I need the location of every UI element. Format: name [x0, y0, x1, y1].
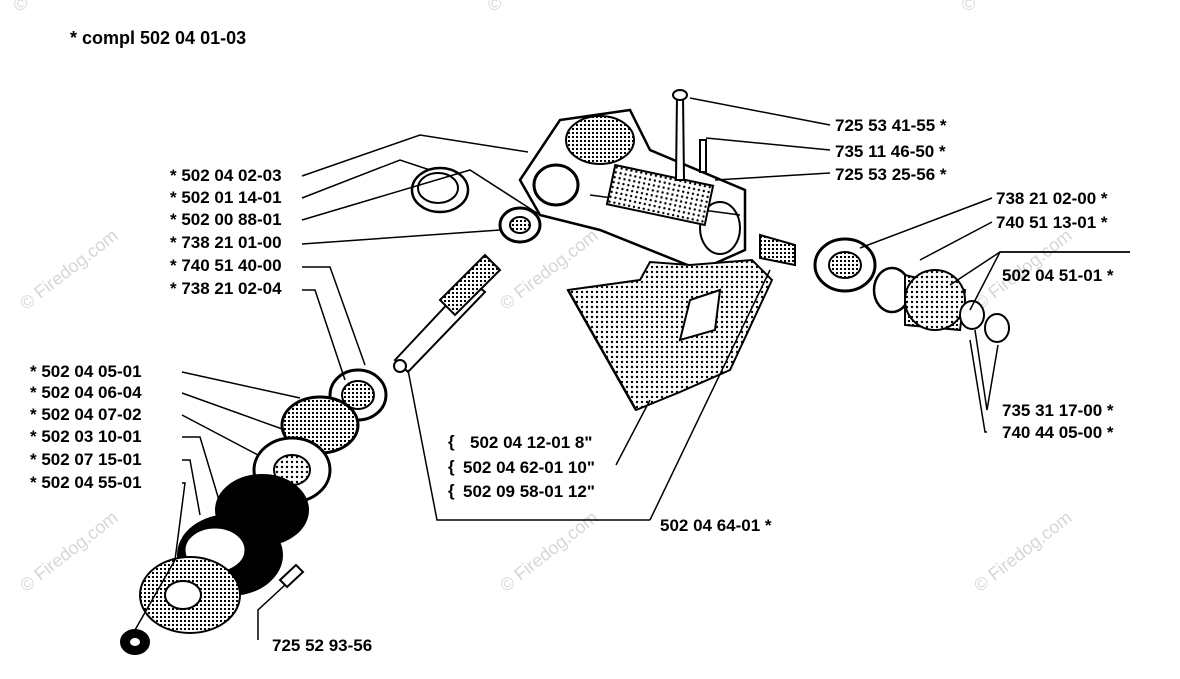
label-502-09-58-01: 502 09 58-01 12" [463, 482, 595, 501]
top-screws [672, 89, 707, 181]
label-735-11-46-50: 735 11 46-50 * [835, 142, 946, 161]
label-502-04-64-01: 502 04 64-01 * [660, 516, 772, 535]
label-502-04-51-01: 502 04 51-01 * [1002, 266, 1114, 285]
blade-guard [566, 258, 774, 412]
label-502-04-05-01: * 502 04 05-01 [30, 362, 142, 381]
label-735-31-17-00: 735 31 17-00 * [1002, 401, 1114, 420]
label-740-51-13-01: 740 51 13-01 * [996, 213, 1108, 232]
label-502-04-07-02: * 502 04 07-02 [30, 405, 142, 424]
label-738-21-02-04: * 738 21 02-04 [170, 279, 282, 298]
label-725-52-93-56: 725 52 93-56 [272, 636, 373, 655]
gear-housing [518, 108, 747, 272]
guard-group-brace: { [448, 432, 455, 451]
leader-lines [134, 97, 1130, 640]
label-738-21-02-00: 738 21 02-00 * [996, 189, 1108, 208]
label-725-53-41-55: 725 53 41-55 * [835, 116, 947, 135]
watermark-top-left: © [14, 0, 28, 14]
right-shaft-assembly [759, 233, 1010, 343]
label-725-53-25-56: 725 53 25-56 * [835, 165, 947, 184]
watermark-top-mid: © [488, 0, 502, 14]
label-502-04-06-04: * 502 04 06-04 [30, 383, 142, 402]
label-502-00-88-01: * 502 00 88-01 [170, 210, 282, 229]
guard-group-brace: { [448, 481, 455, 500]
label-502-04-12-01: 502 04 12-01 8" [470, 433, 593, 452]
label-502-04-02-03: * 502 04 02-03 [170, 166, 282, 185]
lower-stack [120, 368, 388, 655]
label-502-01-14-01: * 502 01 14-01 [170, 188, 282, 207]
label-502-07-15-01: * 502 07 15-01 [30, 450, 142, 469]
label-502-04-62-01: 502 04 62-01 10" [463, 458, 595, 477]
label-502-04-55-01: * 502 04 55-01 [30, 473, 142, 492]
label-740-44-05-00: 740 44 05-00 * [1002, 423, 1114, 442]
guard-group-brace: { [448, 457, 455, 476]
upper-bearing [498, 206, 542, 244]
watermark-top-right: © [962, 0, 976, 14]
label-740-51-40-00: * 740 51 40-00 [170, 256, 282, 275]
upper-ring [410, 166, 470, 214]
assembly-title: * compl 502 04 01-03 [70, 28, 247, 48]
output-shaft [393, 253, 502, 374]
label-738-21-01-00: * 738 21 01-00 [170, 233, 282, 252]
label-502-03-10-01: * 502 03 10-01 [30, 427, 142, 446]
